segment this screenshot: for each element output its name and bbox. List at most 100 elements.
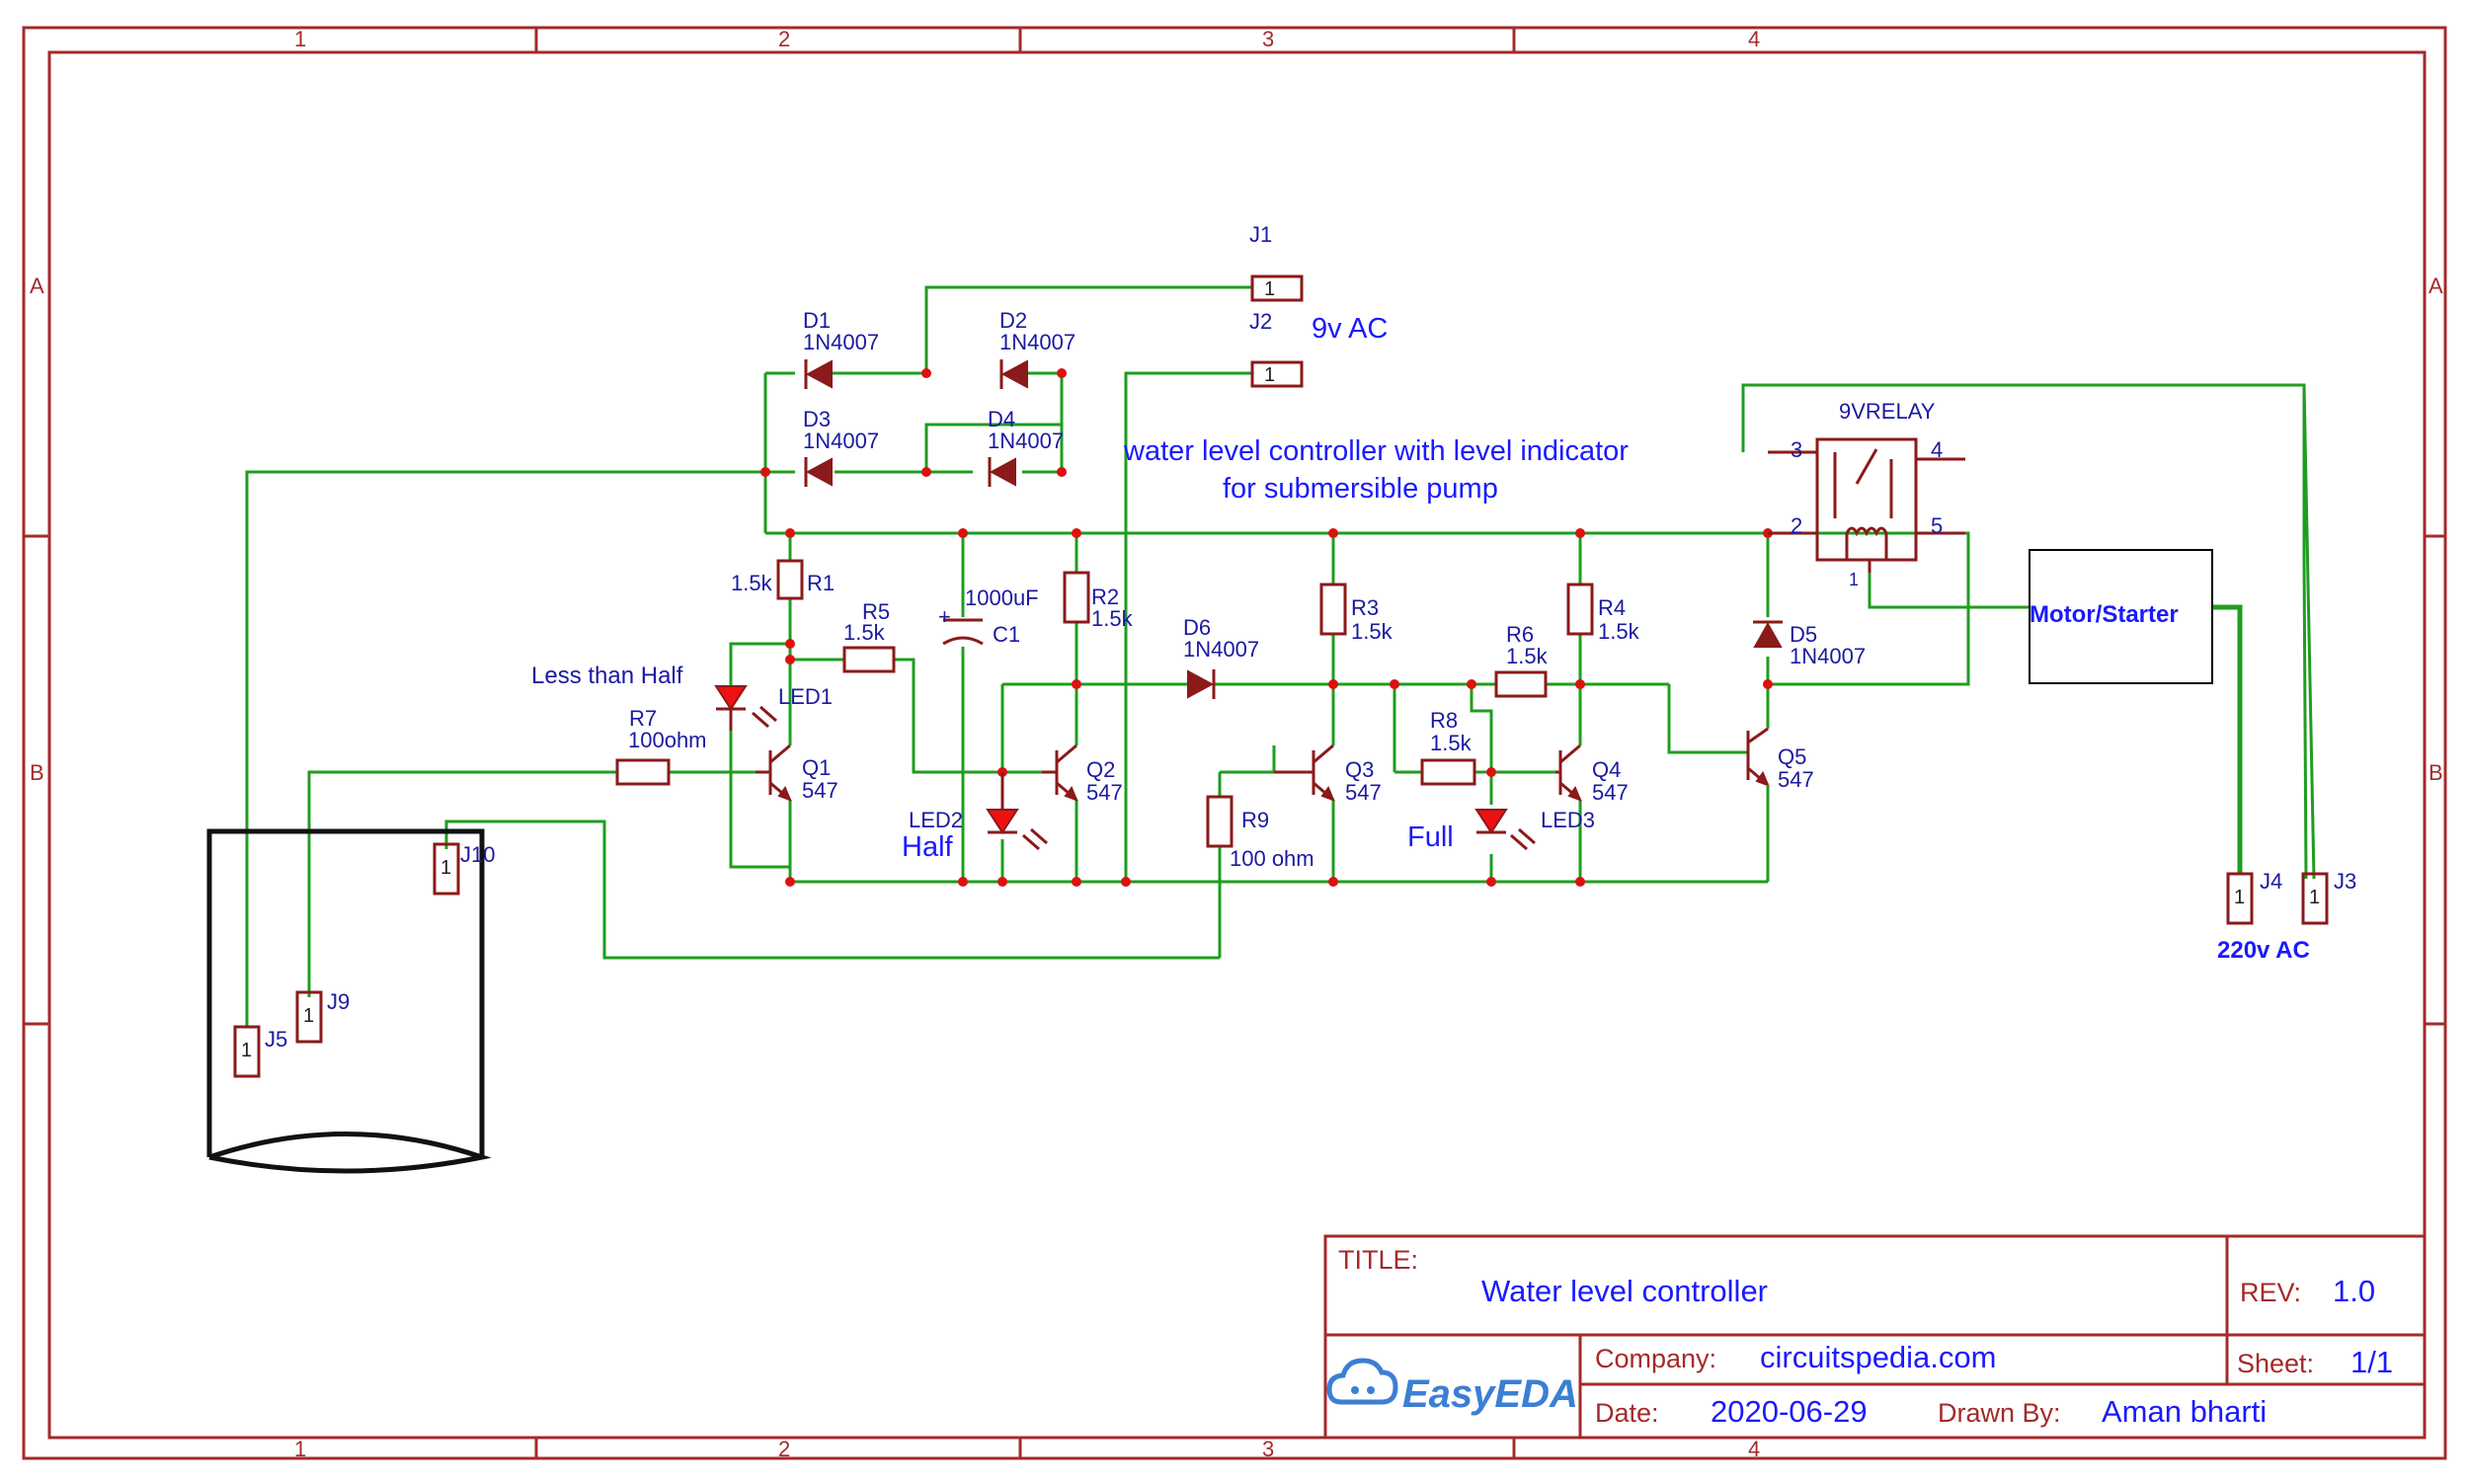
frame-col-4-bottom: 4 xyxy=(1748,1437,1760,1461)
svg-text:R8: R8 xyxy=(1430,708,1458,733)
svg-text:1.5k: 1.5k xyxy=(1351,619,1394,644)
svg-text:R7: R7 xyxy=(629,706,657,731)
svg-text:D2: D2 xyxy=(999,308,1027,333)
svg-text:R9: R9 xyxy=(1241,808,1269,832)
svg-text:C1: C1 xyxy=(993,622,1020,647)
description-line-2: for submersible pump xyxy=(1223,473,1498,505)
svg-text:D1: D1 xyxy=(803,308,831,333)
drawing-frame: 1 2 3 4 1 2 3 4 A B A B xyxy=(22,26,2447,1461)
frame-col-3-bottom: 3 xyxy=(1262,1437,1274,1461)
svg-text:1N4007: 1N4007 xyxy=(803,429,879,453)
svg-text:1: 1 xyxy=(303,1005,314,1027)
svg-text:Q5: Q5 xyxy=(1778,744,1806,769)
title-label: TITLE: xyxy=(1338,1245,1418,1275)
led-3: LED3 xyxy=(1474,808,1595,851)
svg-text:Q4: Q4 xyxy=(1592,757,1621,782)
frame-row-a-left: A xyxy=(30,273,44,298)
sheet-label: Sheet: xyxy=(2237,1349,2314,1378)
svg-text:1.5k: 1.5k xyxy=(1506,644,1549,668)
svg-text:1: 1 xyxy=(1264,364,1275,386)
connector-j4: 1 J4 xyxy=(2226,869,2282,925)
svg-text:100ohm: 100ohm xyxy=(628,728,707,752)
frame-row-a-right: A xyxy=(2429,273,2443,298)
title-block: TITLE: Water level controller REV: 1.0 C… xyxy=(1323,1234,2427,1440)
svg-text:J10: J10 xyxy=(460,842,495,867)
resistor-r4: R4 1.5k xyxy=(1566,583,1640,644)
frame-col-1-bottom: 1 xyxy=(294,1437,306,1461)
resistor-r5: R5 1.5k xyxy=(842,599,896,673)
svg-text:R3: R3 xyxy=(1351,595,1379,620)
svg-text:547: 547 xyxy=(1086,780,1123,805)
date-label: Date: xyxy=(1595,1398,1659,1428)
diode-d3: D3 1N4007 xyxy=(803,407,879,487)
svg-text:LED3: LED3 xyxy=(1541,808,1595,832)
transistor-q3: Q3 547 xyxy=(1274,743,1382,805)
motor-starter: Motor/Starter xyxy=(2029,549,2213,684)
frame-row-b-left: B xyxy=(30,760,44,785)
rev-label: REV: xyxy=(2240,1278,2301,1307)
svg-text:Q3: Q3 xyxy=(1345,757,1374,782)
resistor-r6: R6 1.5k xyxy=(1494,622,1549,698)
svg-text:J9: J9 xyxy=(327,989,350,1014)
svg-text:5: 5 xyxy=(1931,513,1943,538)
company-value: circuitspedia.com xyxy=(1760,1340,1996,1374)
svg-text:1: 1 xyxy=(2234,887,2245,908)
wires xyxy=(245,285,2316,1027)
full-label: Full xyxy=(1407,821,1454,853)
resistor-r2: R2 1.5k xyxy=(1063,571,1134,631)
company-label: Company: xyxy=(1595,1344,1716,1373)
svg-text:1: 1 xyxy=(1264,278,1275,300)
svg-text:1.5k: 1.5k xyxy=(731,571,773,595)
svg-text:1N4007: 1N4007 xyxy=(988,429,1064,453)
diode-d4: D4 1N4007 xyxy=(988,407,1064,487)
svg-text:D4: D4 xyxy=(988,407,1015,431)
svg-text:R5: R5 xyxy=(862,599,890,624)
svg-text:1.5k: 1.5k xyxy=(1091,606,1134,631)
junctions xyxy=(760,368,1773,887)
drawn-by-value: Aman bharti xyxy=(2102,1394,2267,1429)
resistor-r9: R9 100 ohm xyxy=(1206,795,1314,871)
svg-text:R2: R2 xyxy=(1091,585,1119,609)
water-tank xyxy=(206,828,492,1174)
svg-text:+: + xyxy=(938,604,951,629)
svg-text:547: 547 xyxy=(1345,780,1382,805)
svg-text:2: 2 xyxy=(1791,513,1802,538)
less-than-half-label: Less than Half xyxy=(531,663,683,689)
svg-text:LED1: LED1 xyxy=(778,684,833,709)
svg-text:1: 1 xyxy=(241,1040,252,1061)
frame-col-2-top: 2 xyxy=(778,27,790,51)
connector-j2: 1 J2 xyxy=(1249,309,1304,388)
svg-text:9VRELAY: 9VRELAY xyxy=(1839,399,1936,424)
transistor-q1: Q1 547 xyxy=(756,743,838,803)
svg-text:1000uF: 1000uF xyxy=(965,586,1039,610)
connector-j5: 1 J5 xyxy=(233,1025,287,1078)
svg-text:1N4007: 1N4007 xyxy=(999,330,1075,354)
svg-text:J4: J4 xyxy=(2260,869,2282,894)
svg-text:D6: D6 xyxy=(1183,615,1211,640)
svg-text:D5: D5 xyxy=(1790,622,1817,647)
transistor-q4: Q4 547 xyxy=(1555,743,1629,805)
easyeda-logo-text: EasyEDA xyxy=(1402,1372,1578,1416)
date-value: 2020-06-29 xyxy=(1711,1394,1868,1429)
svg-text:1.5k: 1.5k xyxy=(1430,731,1473,755)
svg-text:4: 4 xyxy=(1931,437,1943,462)
svg-text:547: 547 xyxy=(1592,780,1629,805)
connector-j1: 1 J1 xyxy=(1249,222,1304,302)
led-2: LED2 xyxy=(909,772,1048,851)
connector-j9: 1 J9 xyxy=(295,989,350,1044)
svg-text:R4: R4 xyxy=(1598,595,1626,620)
drawn-by-label: Drawn By: xyxy=(1938,1398,2061,1428)
easyeda-logo: EasyEDA xyxy=(1326,1358,1578,1416)
mains-label: 220v AC xyxy=(2217,937,2310,964)
frame-col-4-top: 4 xyxy=(1748,27,1760,51)
description-line-1: water level controller with level indica… xyxy=(1123,435,1629,467)
svg-text:R1: R1 xyxy=(807,571,835,595)
resistor-r8: R8 1.5k xyxy=(1420,708,1476,786)
supply-voltage-label: 9v AC xyxy=(1312,313,1388,345)
relay-9v: 9VRELAY 3 4 2 5 1 xyxy=(1768,399,1965,589)
frame-col-2-bottom: 2 xyxy=(778,1437,790,1461)
svg-text:1N4007: 1N4007 xyxy=(1183,637,1259,662)
connector-j10: 1 J10 xyxy=(433,842,495,896)
svg-text:Q2: Q2 xyxy=(1086,757,1115,782)
title-value: Water level controller xyxy=(1481,1274,1768,1308)
